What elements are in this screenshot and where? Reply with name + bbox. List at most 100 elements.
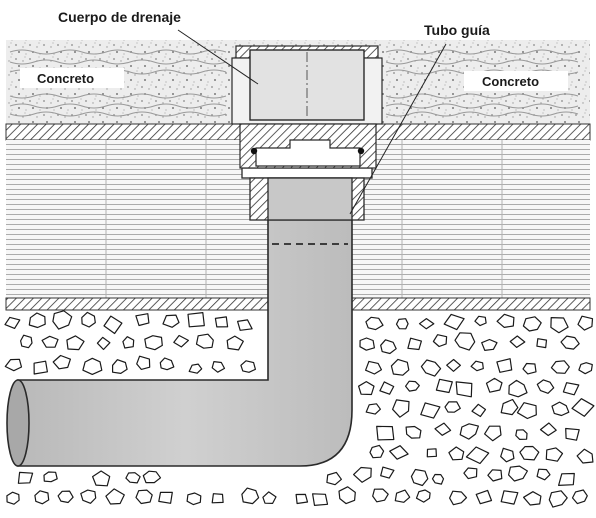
gravel-stone — [17, 471, 34, 484]
gravel-stone — [475, 489, 493, 505]
gravel-stone — [508, 465, 529, 482]
gravel-stone — [6, 491, 20, 505]
gravel-stone — [487, 469, 503, 482]
gravel-stone — [536, 468, 551, 481]
gravel-stone — [103, 315, 123, 335]
gravel-stone — [509, 335, 526, 348]
gravel-stone — [410, 468, 429, 487]
gravel-stone — [470, 360, 484, 372]
leader-drain-body — [177, 29, 259, 85]
gravel-stone — [562, 382, 580, 396]
gravel-stone — [214, 316, 229, 328]
concrete-wave-line — [9, 49, 227, 55]
gravel-stone — [4, 316, 21, 329]
gravel-stone — [125, 472, 141, 484]
gravel-stone — [389, 445, 409, 460]
gravel-stone — [376, 425, 395, 441]
gravel-stone — [211, 493, 224, 504]
gasket-right — [357, 147, 365, 155]
gravel-stone — [91, 470, 111, 487]
gravel-stone — [448, 446, 465, 461]
gravel-stone — [560, 335, 580, 350]
label-drain-body: Cuerpo de drenaje — [58, 9, 181, 25]
gravel-stone — [211, 361, 226, 373]
gravel-stone — [545, 447, 564, 462]
gravel-stone — [365, 403, 381, 415]
gravel-stone — [443, 313, 465, 331]
gravel-stone — [358, 381, 375, 396]
gravel-stone — [463, 467, 478, 480]
gravel-stone — [539, 422, 557, 437]
gravel-stone — [66, 335, 85, 351]
gravel-bed — [4, 310, 595, 508]
gravel-stone — [28, 312, 46, 329]
pipe-opening — [6, 379, 30, 467]
concrete-wave-line — [9, 111, 227, 117]
gravel-stone — [52, 310, 73, 330]
gravel-stone — [496, 313, 515, 328]
gravel-stone — [496, 358, 513, 373]
gravel-stone — [136, 355, 151, 370]
gravel-stone — [500, 447, 515, 463]
gravel-stone — [379, 381, 395, 395]
gravel-stone — [20, 334, 33, 349]
drain-body — [231, 45, 383, 169]
gravel-stone — [4, 358, 23, 372]
gravel-stone — [365, 316, 384, 331]
gravel-stone — [241, 487, 260, 505]
gravel-stone — [380, 466, 395, 479]
gravel-stone — [390, 358, 410, 376]
gravel-stone — [226, 335, 244, 351]
gravel-stone — [536, 338, 548, 349]
gravel-stone — [111, 359, 128, 374]
guide-tube — [241, 167, 373, 221]
gravel-stone — [431, 473, 445, 485]
gravel-stone — [418, 318, 435, 330]
gravel-stone — [142, 470, 162, 484]
gravel-stone — [578, 362, 593, 375]
gravel-stone — [240, 360, 256, 373]
leader-guide-tube — [349, 43, 447, 215]
gravel-stone — [415, 489, 431, 503]
gravel-stone — [481, 338, 498, 351]
gravel-stone — [446, 358, 461, 372]
gravel-stone — [522, 491, 542, 506]
gravel-stone — [81, 311, 96, 328]
gravel-stone — [43, 471, 58, 483]
gravel-stone — [338, 486, 356, 505]
gravel-stone — [380, 339, 397, 355]
gravel-stone — [135, 489, 153, 505]
gravel-stone — [395, 318, 409, 330]
label-concrete-left: Concreto — [37, 71, 94, 86]
gravel-stone — [444, 401, 461, 413]
gravel-stone — [96, 336, 111, 351]
gravel-stone — [565, 427, 580, 441]
gravel-stone — [392, 399, 410, 418]
gravel-stone — [550, 317, 569, 334]
gravel-stone — [188, 363, 203, 374]
gravel-stone — [122, 336, 135, 349]
gravel-stone — [484, 425, 502, 442]
label-guide-tube: Tubo guía — [424, 22, 490, 38]
gravel-stone — [519, 445, 540, 461]
gravel-stone — [52, 354, 72, 370]
gravel-stone — [135, 313, 150, 327]
gravel-stone — [158, 491, 173, 504]
gravel-stone — [41, 335, 59, 348]
gravel-stone — [326, 471, 342, 486]
gravel-stone — [571, 398, 595, 417]
gravel-stone — [394, 489, 411, 503]
gravel-stone — [162, 314, 180, 328]
concrete-wave-line — [9, 93, 227, 99]
gravel-stone — [465, 446, 490, 465]
gravel-stone — [33, 360, 49, 375]
gravel-stone — [372, 488, 389, 503]
gasket-left — [250, 147, 258, 155]
concrete-wave-line — [385, 111, 579, 117]
gravel-stone — [82, 357, 103, 375]
gravel-stone — [522, 362, 537, 375]
gravel-stone — [557, 472, 575, 486]
gravel-stone — [449, 490, 468, 506]
gravel-stone — [508, 379, 528, 398]
gravel-stone — [576, 448, 594, 464]
